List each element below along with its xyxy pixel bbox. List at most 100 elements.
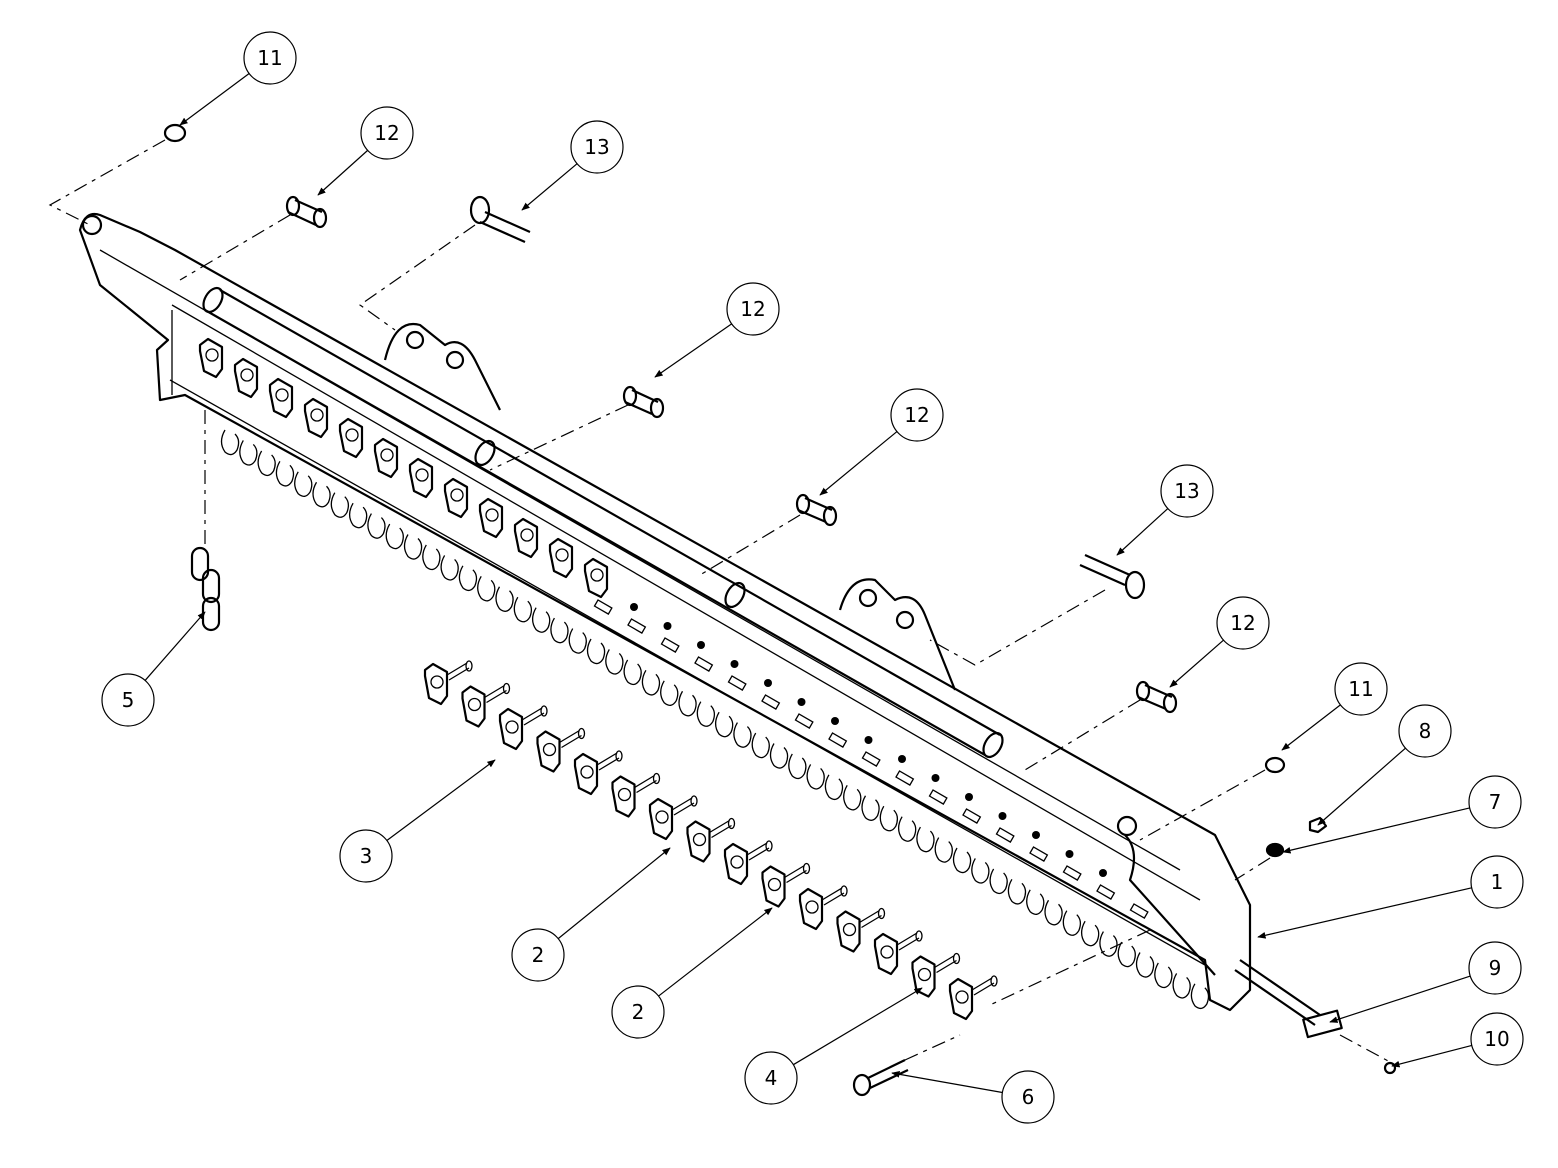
tine-clip [583,557,609,599]
tine-pin [971,977,995,996]
loose-tine-clip [836,910,861,953]
tine-loop [788,753,807,780]
tine-loop [660,680,679,706]
callout-label: 7 [1489,790,1502,814]
slot [1029,846,1049,862]
slot [928,789,948,805]
hole [864,736,873,744]
callout-12: 12 [317,106,414,196]
mounted-tine-clips [198,337,609,599]
tine-loop [568,628,587,654]
loose-tine-clip [873,932,899,976]
leader-line [179,73,250,126]
tine-clip [373,437,399,479]
tine-loop [330,492,350,518]
callout-label: 13 [584,135,609,159]
slot [727,675,747,691]
tine-pin [521,707,545,726]
tine-clip [548,537,574,579]
pin-13b [1079,553,1146,600]
tine-pin [484,684,507,704]
tine-pin [671,797,695,816]
slot [627,618,647,634]
tine-loop [1117,941,1136,968]
leader-line [1329,975,1471,1023]
slot [1096,884,1116,900]
slot [962,808,982,824]
callout-11: 11 [1281,662,1388,751]
tine-pin [596,752,620,771]
tine-clip [478,497,504,539]
callout-label: 12 [740,297,765,321]
tine-loop [897,816,917,842]
tine-clip [338,417,364,459]
leader-line [1169,639,1224,688]
tine-loop [458,565,478,592]
tine-loop [294,471,313,497]
loose-tine-clip [911,955,936,998]
tine-loop [678,690,697,717]
hole [1099,869,1107,877]
slot [895,770,915,786]
tine-loop [239,440,258,466]
slot [828,732,848,748]
loose-tine-clip [686,820,711,863]
tine-clip [443,477,469,519]
hole [663,622,672,630]
explode-lines [48,139,1391,1063]
tine-clip [513,517,539,559]
tine-pin [859,909,882,929]
screw-10 [1383,1061,1397,1075]
tine-loop [367,513,386,539]
hole [797,698,806,706]
loose-tine-clip [611,775,636,818]
tine-pin [821,887,845,906]
tine-loop [1135,952,1155,978]
leader-line [557,847,671,940]
upper-tube [202,286,1004,759]
tine-loop [550,617,569,644]
hole [1032,831,1040,839]
leader-line [891,1071,1003,1094]
loose-tine-clip [798,887,824,931]
tine-clip [408,457,434,499]
tine-loop [879,805,899,832]
tine-loop [403,534,423,560]
tine-loop [1190,983,1210,1010]
tine-loop [733,722,752,748]
tine-clip [233,357,259,399]
callout-12: 12 [1169,596,1270,688]
callout-label: 9 [1489,956,1502,980]
slot [761,694,781,710]
nut-11-top [163,123,187,143]
mounting-brackets [383,322,957,691]
tine-clip [303,397,329,439]
callout-11: 11 [179,31,297,126]
tine-pin [746,842,770,861]
callout-4: 4 [744,987,923,1105]
callout-label: 11 [1348,677,1373,701]
bushing-12c [795,493,838,527]
tine-pin [446,662,470,681]
tine-loop [989,868,1008,895]
callout-7: 7 [1282,775,1522,854]
bushing-12d [1135,680,1178,714]
callout-label: 2 [632,1000,645,1024]
loose-tine-clip [536,730,561,773]
slot [1062,865,1082,881]
callout-10: 10 [1391,1012,1524,1068]
tine-loop [806,764,825,790]
callout-label: 5 [122,688,135,712]
leader-line [793,987,923,1066]
callout-label: 12 [1230,611,1255,635]
tine-loop [605,649,624,675]
hole [630,603,638,611]
tine-pin [559,729,582,749]
leader-line [1317,747,1406,826]
tine-loop [531,607,551,633]
callout-label: 8 [1419,719,1432,743]
callout-label: 13 [1174,479,1199,503]
leader-line [1391,1044,1472,1068]
